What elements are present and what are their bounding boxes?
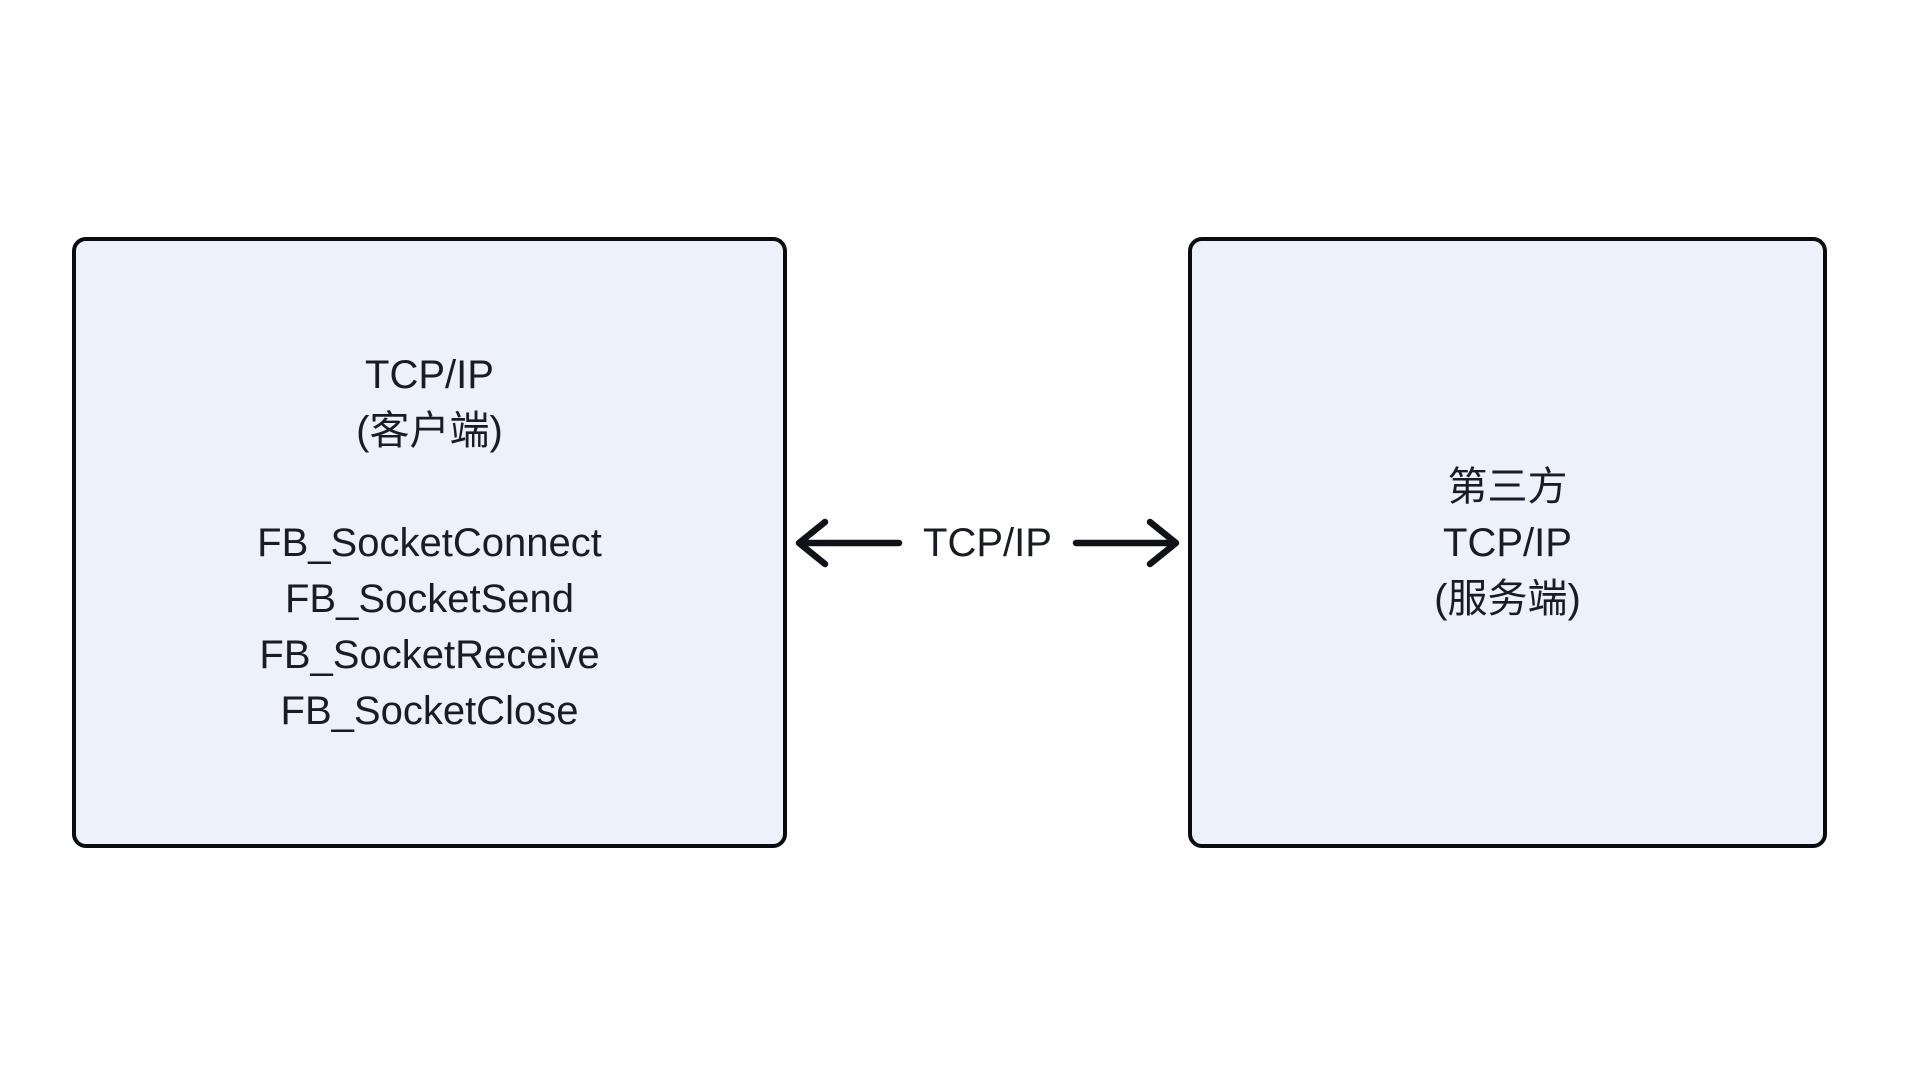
server-box-title-line3: (服务端) [1434,576,1581,621]
fb-socket-send-label: FB_SocketSend [284,576,575,621]
server-box: 第三方 TCP/IP (服务端) [1188,237,1827,848]
fb-socket-connect-label: FB_SocketConnect [257,520,602,565]
server-box-title-line2: TCP/IP [1443,520,1572,565]
fb-socket-receive-label: FB_SocketReceive [259,632,600,677]
fb-socket-close-label: FB_SocketClose [280,688,579,733]
client-box: TCP/IP (客户端) FB_SocketConnect FB_SocketS… [72,237,787,848]
server-box-title-line1: 第三方 [1447,464,1568,509]
right-arrow-icon [1072,518,1180,567]
left-arrow-icon [795,518,903,567]
client-box-title-line1: TCP/IP [365,352,494,397]
connector: TCP/IP [787,237,1188,848]
client-box-title-line2: (客户端) [356,408,503,453]
connector-label: TCP/IP [923,520,1052,565]
